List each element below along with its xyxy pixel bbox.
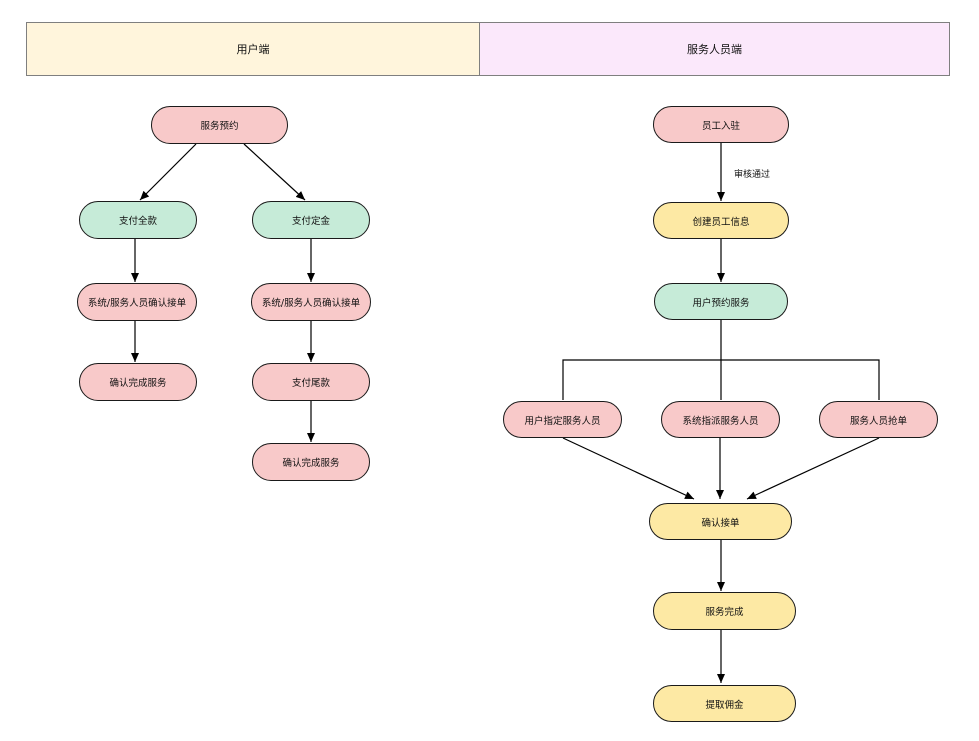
node-label: 支付定金 xyxy=(291,216,330,227)
node-withdraw-commission: 提取佣金 xyxy=(653,685,796,722)
edge-userassign-to-confirm xyxy=(562,437,695,500)
node-confirm-order-b: 系统/服务人员确认接单 xyxy=(251,283,371,321)
node-label: 服务人员抢单 xyxy=(849,415,907,427)
node-pay-full: 支付全款 xyxy=(79,201,197,239)
node-label: 用户预约服务 xyxy=(692,297,750,309)
node-create-staff-info: 创建员工信息 xyxy=(653,202,789,239)
edge-label-review-passed: 审核通过 xyxy=(734,170,771,180)
node-confirm-order-a: 系统/服务人员确认接单 xyxy=(77,283,197,321)
node-finish-service-a: 确认完成服务 xyxy=(79,363,197,401)
node-label: 确认接单 xyxy=(701,517,740,529)
node-label: 创建员工信息 xyxy=(692,216,750,228)
node-label: 提取佣金 xyxy=(705,699,744,711)
node-service-done: 服务完成 xyxy=(653,592,796,630)
node-label: 系统指派服务人员 xyxy=(682,415,759,427)
node-label: 支付尾款 xyxy=(291,378,330,389)
node-service-booking: 服务预约 xyxy=(151,106,288,144)
lane-title-user: 用户端 xyxy=(236,43,270,56)
lane-header-staff: 服务人员端 xyxy=(479,22,950,76)
node-label: 系统/服务人员确认接单 xyxy=(261,298,361,309)
node-label: 支付全款 xyxy=(118,216,157,227)
node-staff-grab-order: 服务人员抢单 xyxy=(819,401,938,438)
lane-header-user: 用户端 xyxy=(26,22,480,76)
edge-grab-to-confirm xyxy=(746,437,880,500)
node-user-assign-staff: 用户指定服务人员 xyxy=(503,401,622,438)
node-label: 用户指定服务人员 xyxy=(524,415,601,427)
edge-book-to-deposit xyxy=(243,143,306,201)
node-label: 确认完成服务 xyxy=(282,458,340,469)
node-pay-deposit: 支付定金 xyxy=(252,201,370,239)
node-confirm-order: 确认接单 xyxy=(649,503,792,540)
lane-title-staff: 服务人员端 xyxy=(687,43,742,56)
node-label: 员工入驻 xyxy=(701,120,740,132)
node-pay-balance: 支付尾款 xyxy=(252,363,370,401)
node-label: 系统/服务人员确认接单 xyxy=(87,298,187,309)
node-label: 服务完成 xyxy=(705,607,744,618)
node-system-assign-staff: 系统指派服务人员 xyxy=(661,401,780,438)
node-user-booking: 用户预约服务 xyxy=(654,283,788,320)
node-finish-service-b: 确认完成服务 xyxy=(252,443,370,481)
edge-book-to-full xyxy=(139,143,197,201)
node-label: 服务预约 xyxy=(200,121,239,132)
node-staff-onboard: 员工入驻 xyxy=(653,106,789,143)
node-label: 确认完成服务 xyxy=(109,378,167,389)
